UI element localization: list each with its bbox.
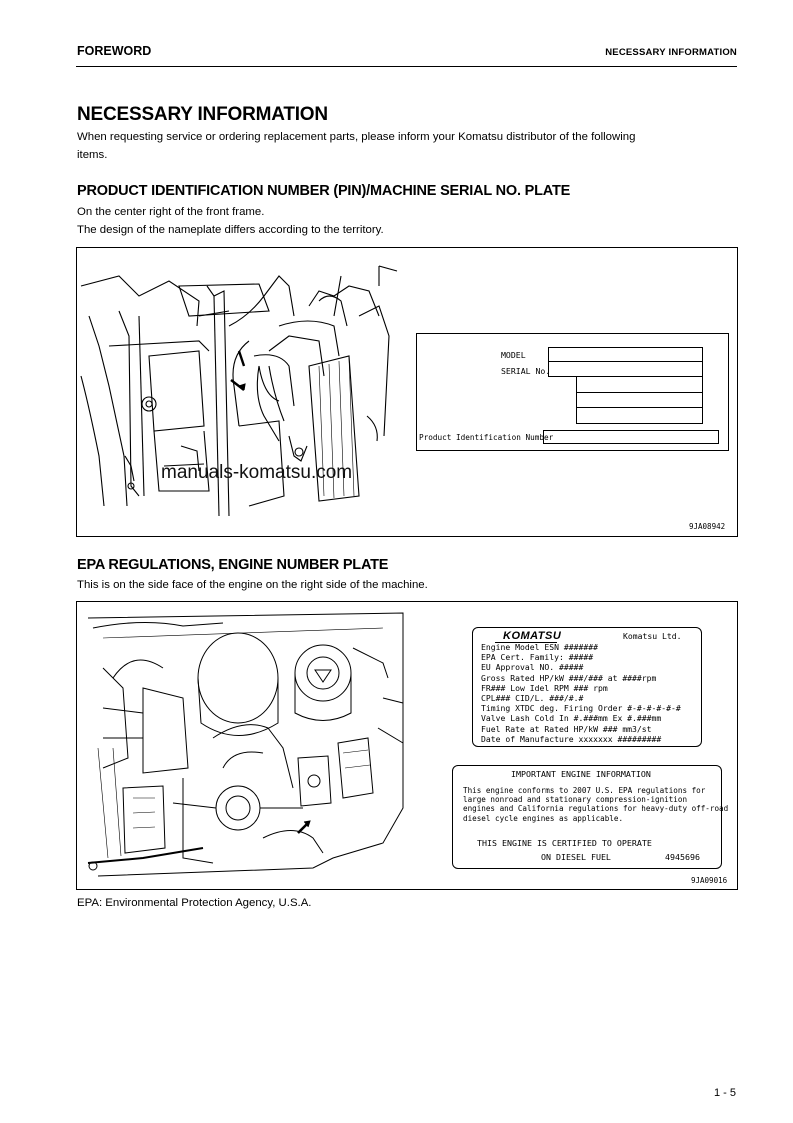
pin-heading: PRODUCT IDENTIFICATION NUMBER (PIN)/MACH… — [77, 183, 571, 199]
front-frame-illustration — [80, 265, 398, 517]
epa-figure-frame: KOMATSU Komatsu Ltd. Engine Model ESN ##… — [76, 601, 738, 890]
pin-location-line: On the center right of the front frame. — [77, 206, 265, 218]
plate-serial-field-3 — [576, 393, 703, 408]
engine-info-title: IMPORTANT ENGINE INFORMATION — [511, 769, 651, 779]
plate-pin-field — [543, 430, 719, 444]
plate-serial-field-4 — [576, 408, 703, 424]
header-section: FOREWORD — [77, 44, 152, 58]
engine-illustration — [87, 612, 404, 877]
engine-plate-row: FR### Low Idel RPM ### rpm — [481, 682, 608, 693]
engine-plate-company: Komatsu Ltd. — [623, 631, 682, 641]
engine-plate: KOMATSU Komatsu Ltd. Engine Model ESN ##… — [472, 627, 702, 747]
engine-plate-row: Valve Lash Cold In #.###mm Ex #.###mm — [481, 713, 662, 724]
engine-plate-rows: Engine Model ESN ####### EPA Cert. Famil… — [481, 642, 681, 744]
engine-info-plate: IMPORTANT ENGINE INFORMATION This engine… — [452, 765, 728, 869]
engine-plate-row: CPL### CID/L. ###/#.# — [481, 693, 584, 704]
pin-nameplate: MODEL SERIAL No. Product Identification … — [416, 333, 729, 451]
plate-pin-label: Product Identification Number — [419, 433, 554, 442]
pin-figure-frame: MODEL SERIAL No. Product Identification … — [76, 247, 738, 537]
engine-info-line: engines and California regulations for h… — [463, 804, 729, 814]
engine-plate-row: EPA Cert. Family: ##### — [481, 652, 594, 663]
engine-info-line: This engine conforms to 2007 U.S. EPA re… — [463, 786, 706, 795]
engine-info-line: large nonroad and stationary compression… — [463, 795, 688, 805]
engine-plate-row: Date of Manufacture xxxxxxx ######### — [481, 733, 662, 744]
epa-figure-code: 9JA09016 — [691, 876, 728, 885]
engine-plate-row: Engine Model ESN ####### — [481, 642, 598, 652]
pin-figure-code: 9JA08942 — [689, 522, 726, 531]
engine-info-line: diesel cycle engines as applicable. — [463, 813, 624, 823]
intro-line-2: items. — [77, 149, 108, 161]
page-number: 1 - 5 — [713, 1087, 736, 1099]
plate-model-field — [548, 347, 703, 362]
engine-certified-line: THIS ENGINE IS CERTIFIED TO OPERATE — [477, 838, 652, 848]
epa-heading: EPA REGULATIONS, ENGINE NUMBER PLATE — [77, 557, 389, 573]
epa-note: EPA: Environmental Protection Agency, U.… — [77, 897, 312, 909]
engine-plate-row: Fuel Rate at Rated HP/kW ### mm3/st — [481, 723, 652, 734]
pin-design-line: The design of the nameplate differs acco… — [77, 224, 384, 236]
engine-plate-row: Timing XTDC deg. Firing Order #-#-#-#-#-… — [481, 703, 681, 714]
komatsu-logo: KOMATSU — [503, 630, 562, 642]
engine-part-number: 4945696 — [665, 852, 700, 862]
engine-fuel-line: ON DIESEL FUEL — [541, 852, 611, 862]
header-topic: NECESSARY INFORMATION — [605, 47, 737, 58]
plate-serial-label: SERIAL No. — [501, 366, 551, 376]
watermark: manuals-komatsu.com — [161, 462, 353, 483]
plate-model-label: MODEL — [501, 350, 526, 360]
plate-serial-field — [548, 362, 703, 377]
logo-underline — [495, 642, 557, 643]
engine-plate-row: Gross Rated HP/kW ###/### at ####rpm — [481, 672, 657, 683]
intro-line-1: When requesting service or ordering repl… — [77, 131, 636, 143]
plate-serial-field-2 — [576, 377, 703, 393]
epa-location-line: This is on the side face of the engine o… — [77, 579, 428, 591]
header-rule — [76, 66, 737, 67]
page-title: NECESSARY INFORMATION — [77, 104, 328, 125]
engine-info-body: This engine conforms to 2007 U.S. EPA re… — [463, 786, 728, 823]
engine-plate-row: EU Approval NO. ##### — [481, 662, 584, 673]
